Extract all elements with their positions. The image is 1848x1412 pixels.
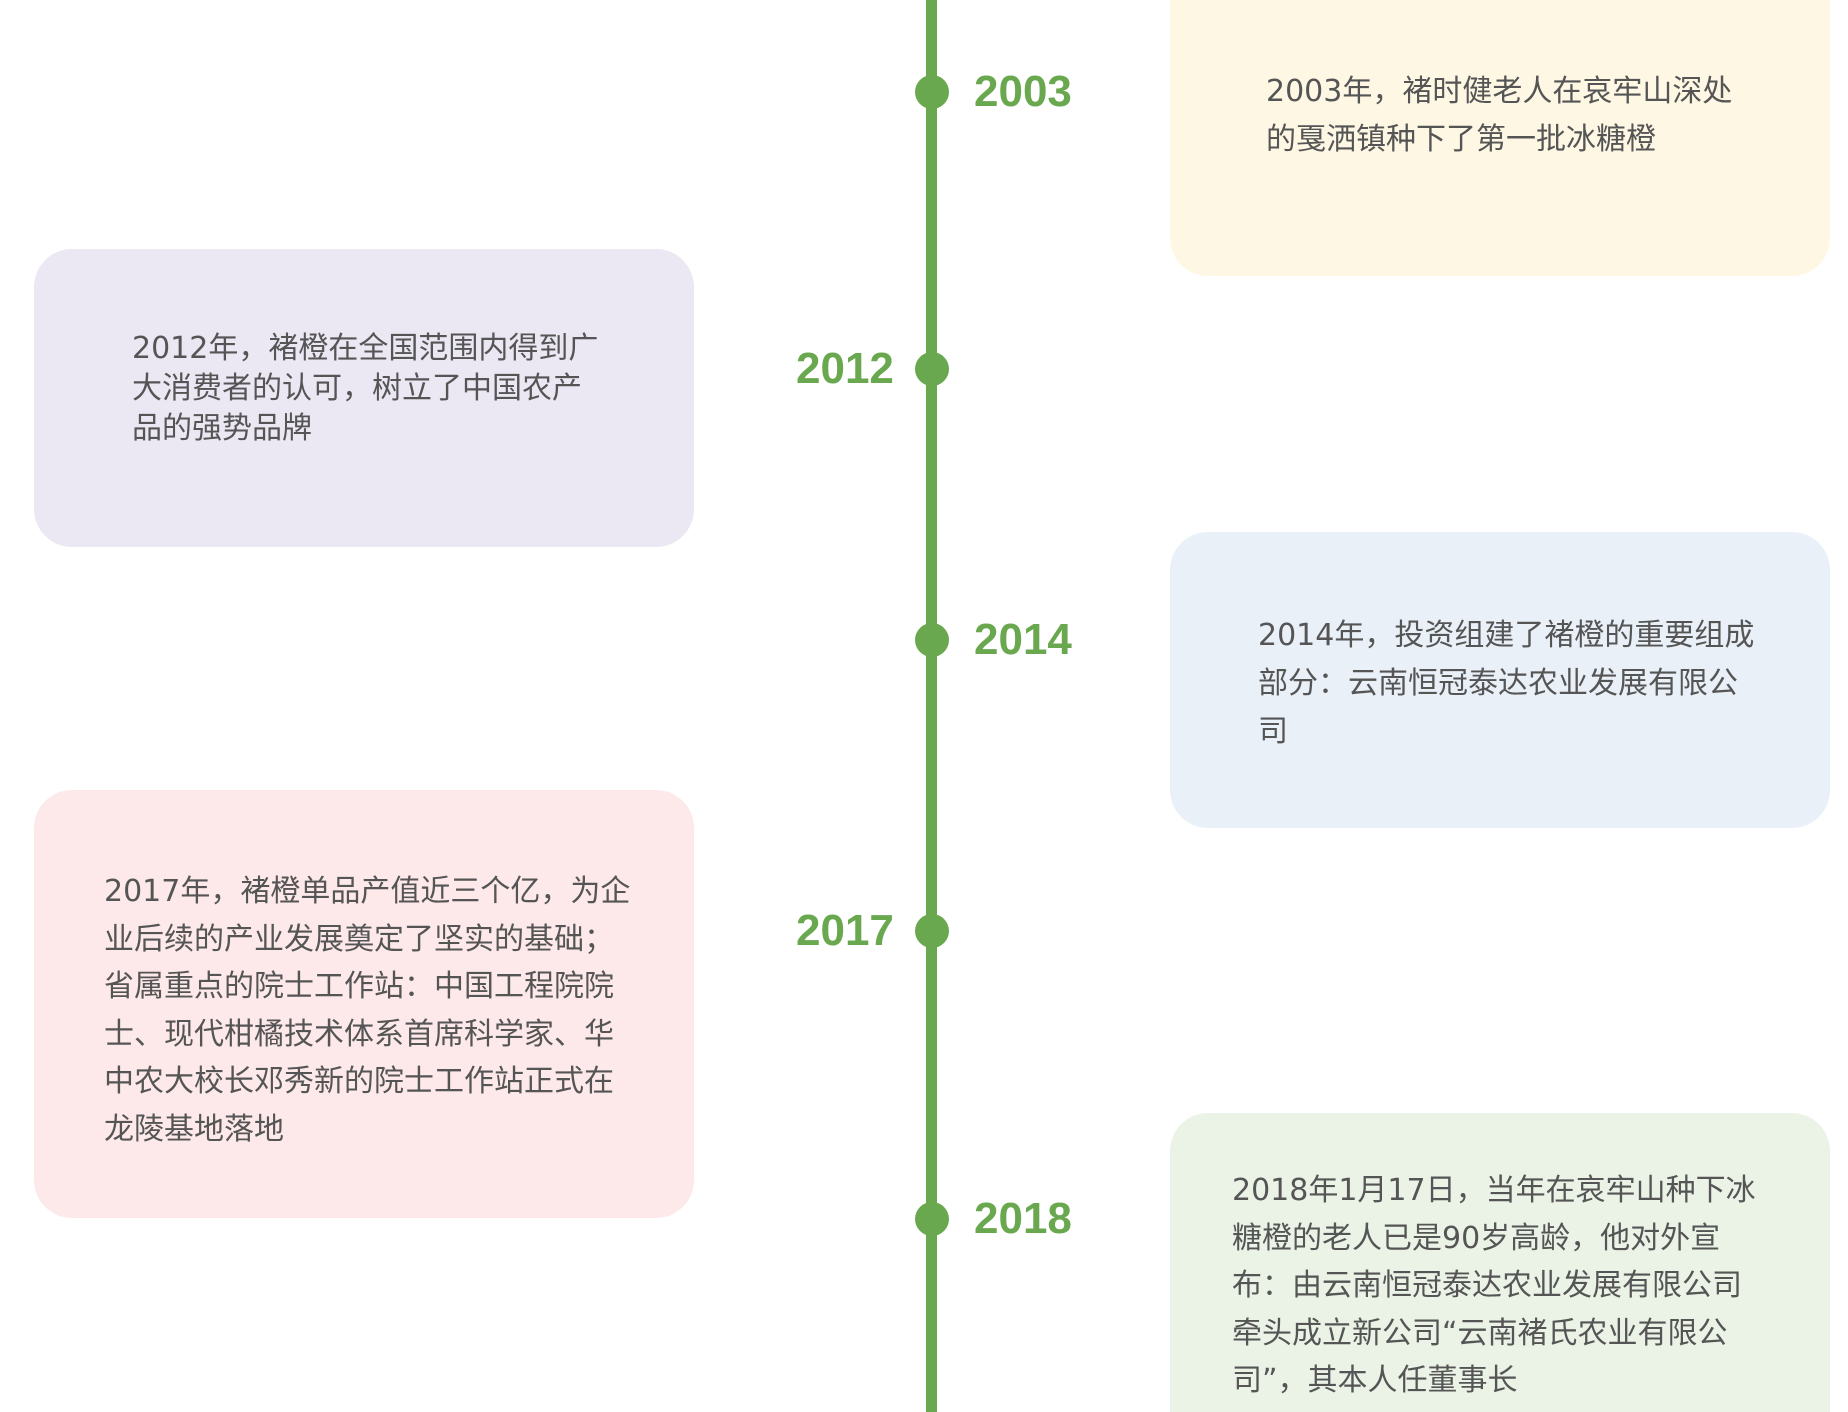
event-text-2017: 2017年，褚橙单品产值近三个亿，为企 业后续的产业发展奠定了坚实的基础； 省属… bbox=[104, 874, 631, 1147]
event-text-2014: 2014年，投资组建了褚橙的重要组成 部分：云南恒冠泰达农业发展有限公 司 bbox=[1258, 618, 1755, 749]
timeline-axis-line bbox=[926, 0, 937, 1412]
timeline-node-2018 bbox=[915, 1202, 949, 1236]
year-label-2017: 2017 bbox=[796, 906, 894, 955]
event-text-2012: 2012年，褚橙在全国范围内得到广 大消费者的认可，树立了中国农产 品的强势品牌 bbox=[132, 331, 599, 446]
event-card-2012: 2012年，褚橙在全国范围内得到广 大消费者的认可，树立了中国农产 品的强势品牌 bbox=[34, 249, 694, 547]
event-card-2014: 2014年，投资组建了褚橙的重要组成 部分：云南恒冠泰达农业发展有限公 司 bbox=[1170, 532, 1830, 828]
year-label-2018: 2018 bbox=[974, 1194, 1072, 1243]
timeline-node-2012 bbox=[915, 352, 949, 386]
event-card-2017: 2017年，褚橙单品产值近三个亿，为企 业后续的产业发展奠定了坚实的基础； 省属… bbox=[34, 790, 694, 1218]
event-text-2003: 2003年，褚时健老人在哀牢山深处 的戛洒镇种下了第一批冰糖橙 bbox=[1266, 74, 1733, 157]
timeline-node-2014 bbox=[915, 623, 949, 657]
timeline-node-2003 bbox=[915, 75, 949, 109]
event-card-2003: 2003年，褚时健老人在哀牢山深处 的戛洒镇种下了第一批冰糖橙 bbox=[1170, 0, 1830, 276]
event-card-2018: 2018年1月17日，当年在哀牢山种下冰 糖橙的老人已是90岁高龄，他对外宣 布… bbox=[1170, 1113, 1830, 1412]
year-label-2012: 2012 bbox=[796, 344, 894, 393]
event-text-2018: 2018年1月17日，当年在哀牢山种下冰 糖橙的老人已是90岁高龄，他对外宣 布… bbox=[1232, 1173, 1756, 1398]
year-label-2003: 2003 bbox=[974, 67, 1072, 116]
year-label-2014: 2014 bbox=[974, 615, 1072, 664]
timeline-node-2017 bbox=[915, 914, 949, 948]
